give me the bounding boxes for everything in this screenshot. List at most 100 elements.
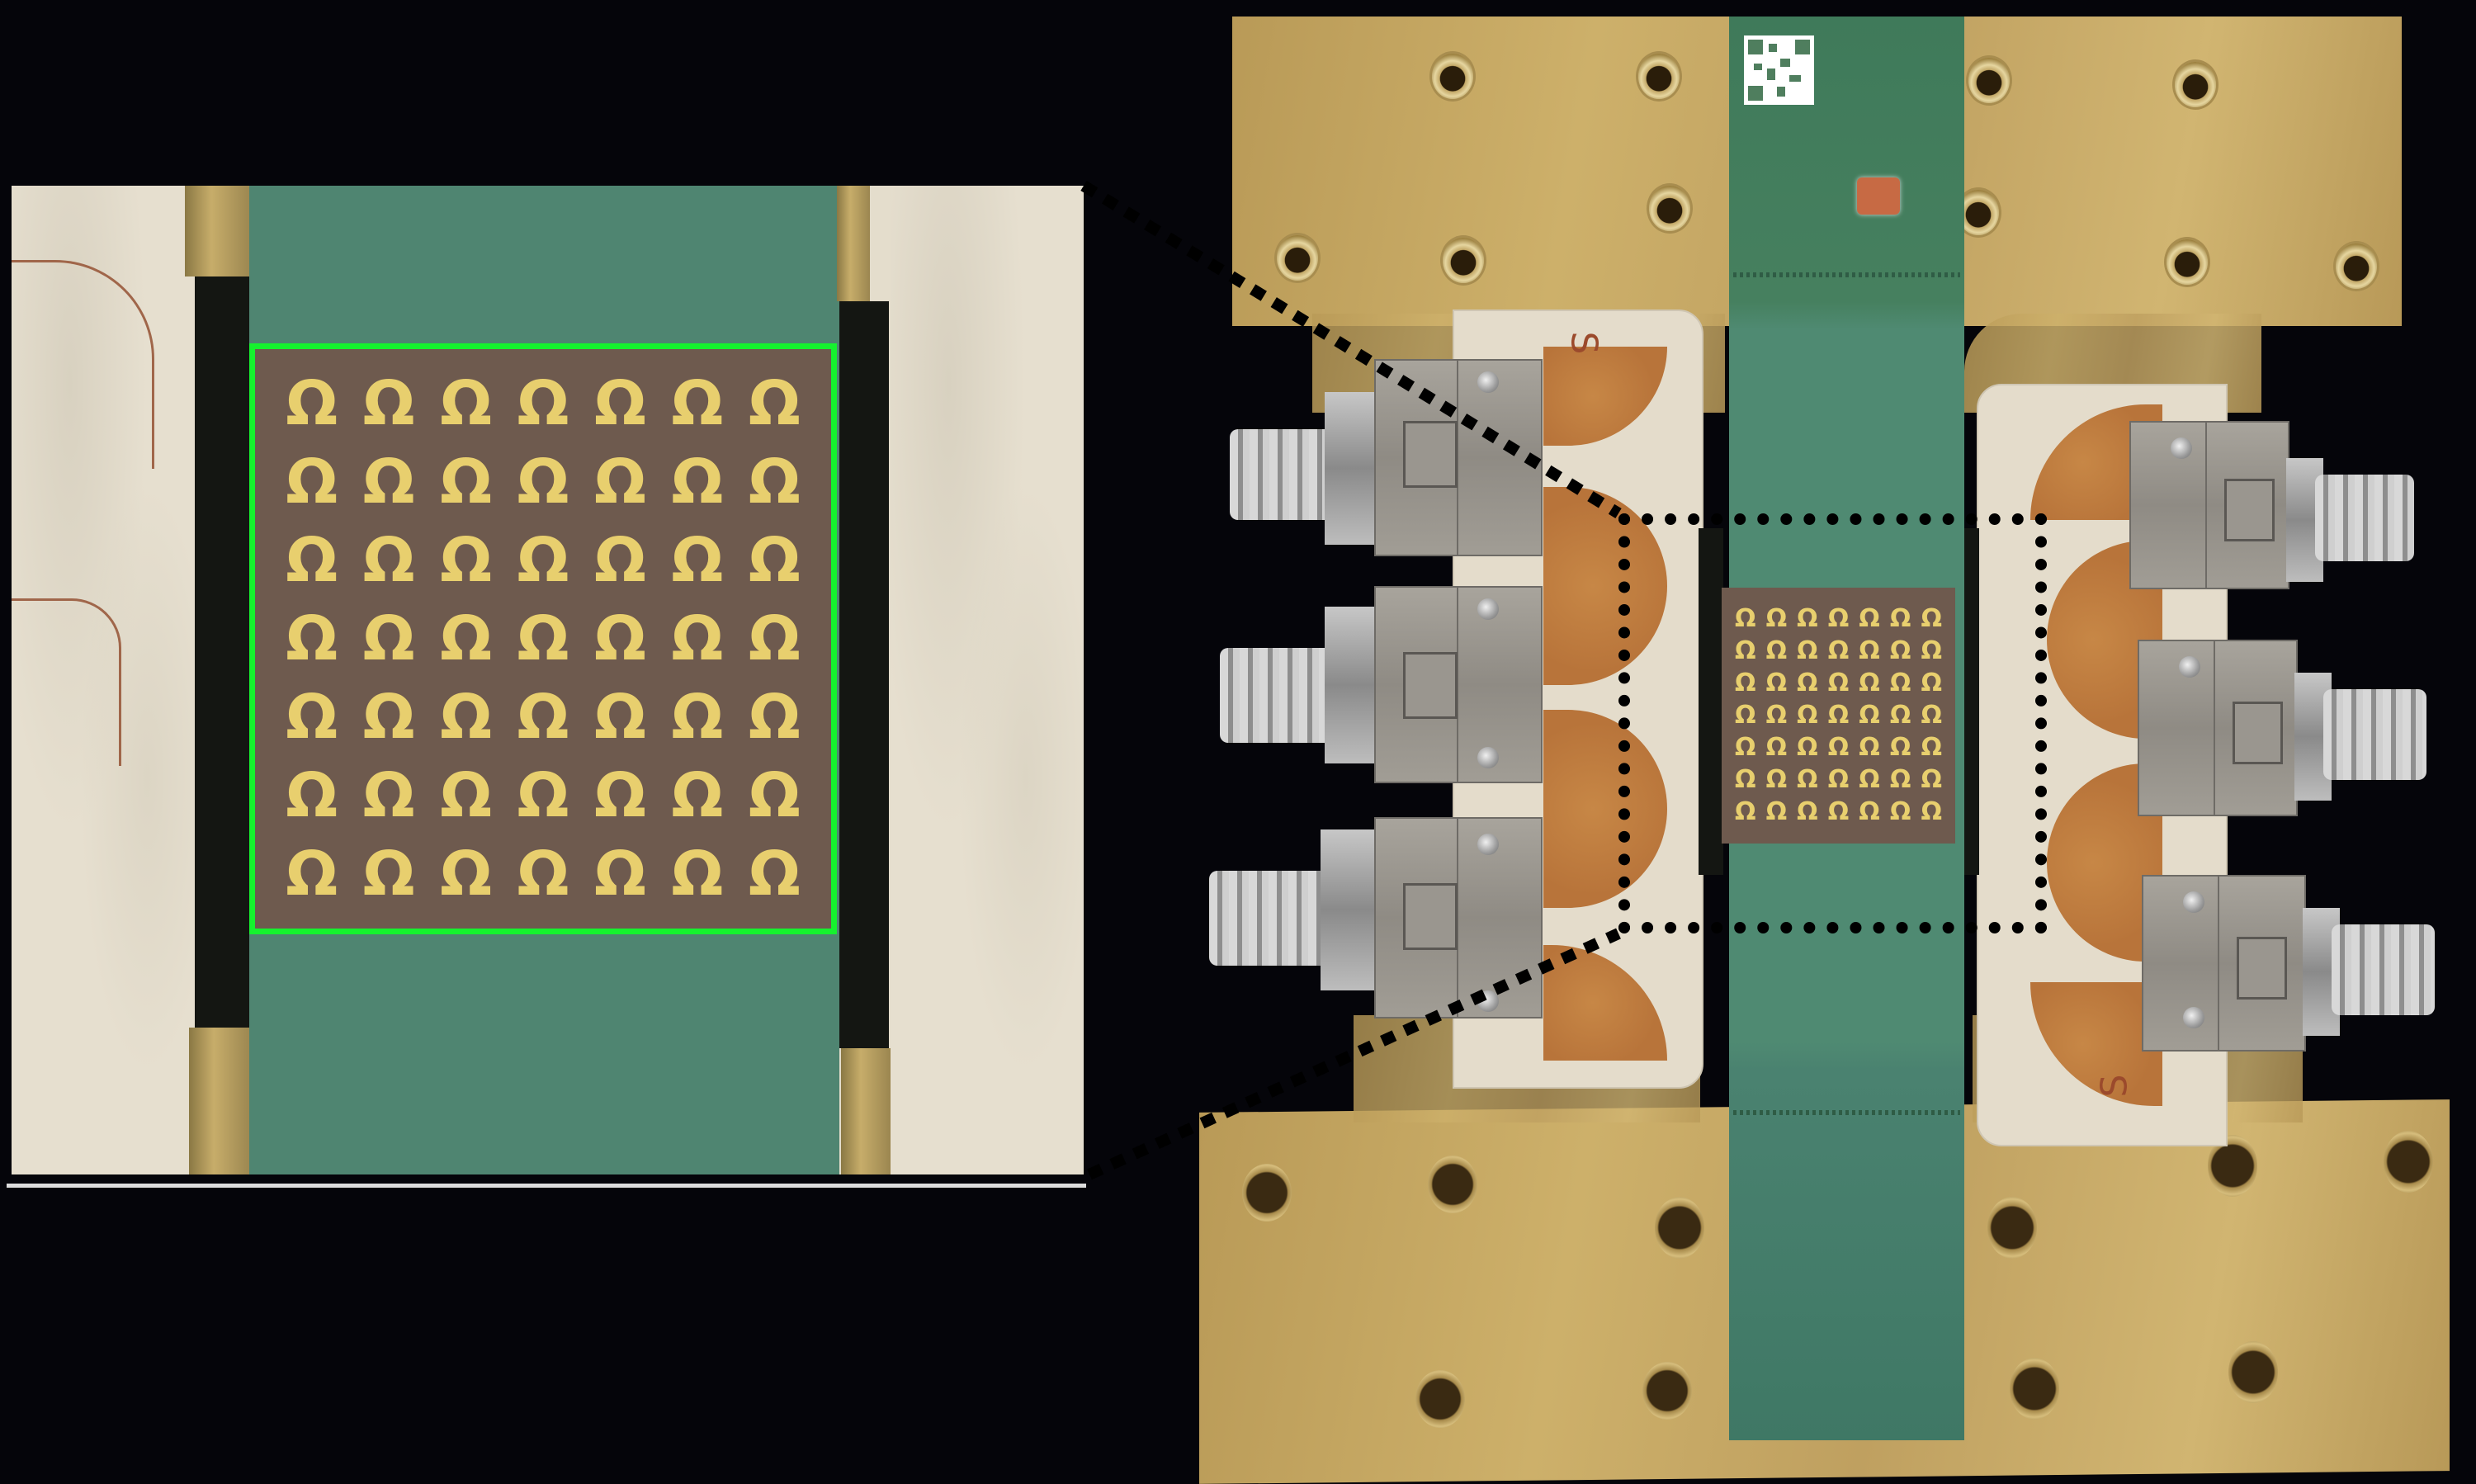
omega-resonator: Ω: [1735, 668, 1756, 697]
omega-resonator: Ω: [1827, 765, 1850, 795]
sma-connector-right-1: [2315, 475, 2414, 561]
omega-resonator: Ω: [440, 760, 493, 832]
omega-resonator: Ω: [1827, 733, 1850, 763]
omega-resonator: Ω: [440, 603, 493, 674]
mounting-hole: [1655, 1197, 1704, 1259]
omega-resonator: Ω: [362, 760, 415, 832]
omega-resonator: Ω: [1859, 733, 1880, 763]
omega-resonator: Ω: [1735, 603, 1756, 633]
clamp-screw: [1477, 598, 1499, 620]
omega-resonator: Ω: [671, 760, 724, 832]
omega-resonator: Ω: [362, 367, 415, 439]
sma-connector-right-2: [2323, 689, 2426, 780]
omega-resonator: Ω: [440, 524, 493, 596]
omega-resonator: Ω: [748, 367, 801, 439]
omega-resonator: Ω: [748, 760, 801, 832]
inset-gap: [195, 276, 251, 1069]
omega-resonator: Ω: [362, 446, 415, 518]
via-row: [1733, 1110, 1960, 1115]
omega-resonator: Ω: [1827, 668, 1850, 697]
highlight-box: [249, 343, 837, 934]
mounting-hole: [1642, 1362, 1692, 1420]
omega-resonator: Ω: [1889, 733, 1911, 763]
omega-resonator: Ω: [1765, 733, 1788, 763]
via-row: [1733, 272, 1960, 277]
omega-resonator: Ω: [440, 367, 493, 439]
omega-resonator: Ω: [1921, 797, 1942, 827]
mounting-hole: [2010, 1358, 2059, 1420]
omega-resonator: Ω: [517, 367, 569, 439]
omega-resonator: Ω: [1889, 603, 1911, 633]
screw-hole: [1958, 190, 1999, 235]
inset-brass: [189, 1028, 251, 1174]
omega-resonator: Ω: [671, 603, 724, 674]
omega-resonator: Ω: [1889, 668, 1911, 697]
callout-line-top: [1080, 181, 1622, 518]
connector-flange: [1325, 392, 1374, 545]
omega-resonator: Ω: [362, 524, 415, 596]
omega-resonator: Ω: [671, 524, 724, 596]
screw-hole: [2166, 239, 2208, 285]
omega-resonator: Ω: [286, 760, 338, 832]
omega-resonator: Ω: [748, 603, 801, 674]
clamp-screw: [1477, 371, 1499, 393]
omega-resonator: Ω: [1827, 636, 1850, 665]
strip-gap: [1699, 528, 1723, 875]
omega-resonator: Ω: [593, 682, 646, 754]
clamp-screw: [2171, 437, 2192, 459]
screw-hole: [1649, 186, 1690, 231]
connector-flange: [1321, 829, 1374, 990]
omega-resonator: Ω: [1797, 636, 1818, 665]
mounting-hole: [1428, 1156, 1477, 1213]
omega-resonator: Ω: [1921, 636, 1942, 665]
qr-code: [1744, 35, 1814, 105]
omega-resonator: Ω: [362, 839, 415, 910]
screw-hole: [2336, 243, 2377, 289]
inset-brass: [841, 1048, 891, 1174]
clamp-screw: [2179, 656, 2200, 678]
omega-resonator: Ω: [440, 839, 493, 910]
omega-resonator: Ω: [517, 603, 569, 674]
screw-hole: [2175, 62, 2216, 107]
omega-resonator: Ω: [1797, 733, 1818, 763]
omega-resonator: Ω: [1735, 797, 1756, 827]
omega-resonator: Ω: [1921, 733, 1942, 763]
omega-resonator: Ω: [1859, 636, 1880, 665]
omega-resonator: Ω: [286, 682, 338, 754]
omega-resonator: Ω: [517, 760, 569, 832]
connector-clamp-half: [1457, 586, 1543, 783]
inset-brass: [837, 186, 870, 301]
omega-resonator: Ω: [286, 603, 338, 674]
omega-resonator: Ω: [593, 839, 646, 910]
omega-resonator: Ω: [286, 367, 338, 439]
omega-resonator: Ω: [593, 446, 646, 518]
mounting-hole: [2228, 1341, 2278, 1403]
clamp-screw: [1477, 747, 1499, 768]
callout-region: [1618, 513, 2047, 933]
omega-resonator: Ω: [1859, 797, 1880, 827]
omega-resonator: Ω: [1827, 603, 1850, 633]
inset-trace: [12, 598, 121, 766]
omega-resonator: Ω: [593, 603, 646, 674]
omega-resonator: Ω: [1921, 603, 1942, 633]
connector-clamp-half: [2142, 875, 2219, 1052]
omega-resonator: Ω: [1859, 668, 1880, 697]
omega-resonator: Ω: [517, 446, 569, 518]
omega-resonator: Ω: [748, 682, 801, 754]
solder-mark: [1857, 177, 1900, 215]
screw-hole: [1443, 238, 1484, 283]
connector-flange: [1325, 607, 1374, 763]
clamp-slot: [1403, 883, 1458, 950]
omega-resonator: Ω: [1735, 765, 1756, 795]
sma-connector-right-3: [2332, 924, 2435, 1015]
omega-resonator: Ω: [593, 367, 646, 439]
omega-resonator: Ω: [671, 367, 724, 439]
omega-resonator: Ω: [1765, 700, 1788, 730]
omega-resonator: Ω: [1797, 765, 1818, 795]
omega-resonator: Ω: [1735, 733, 1756, 763]
screw-hole: [1638, 54, 1680, 99]
